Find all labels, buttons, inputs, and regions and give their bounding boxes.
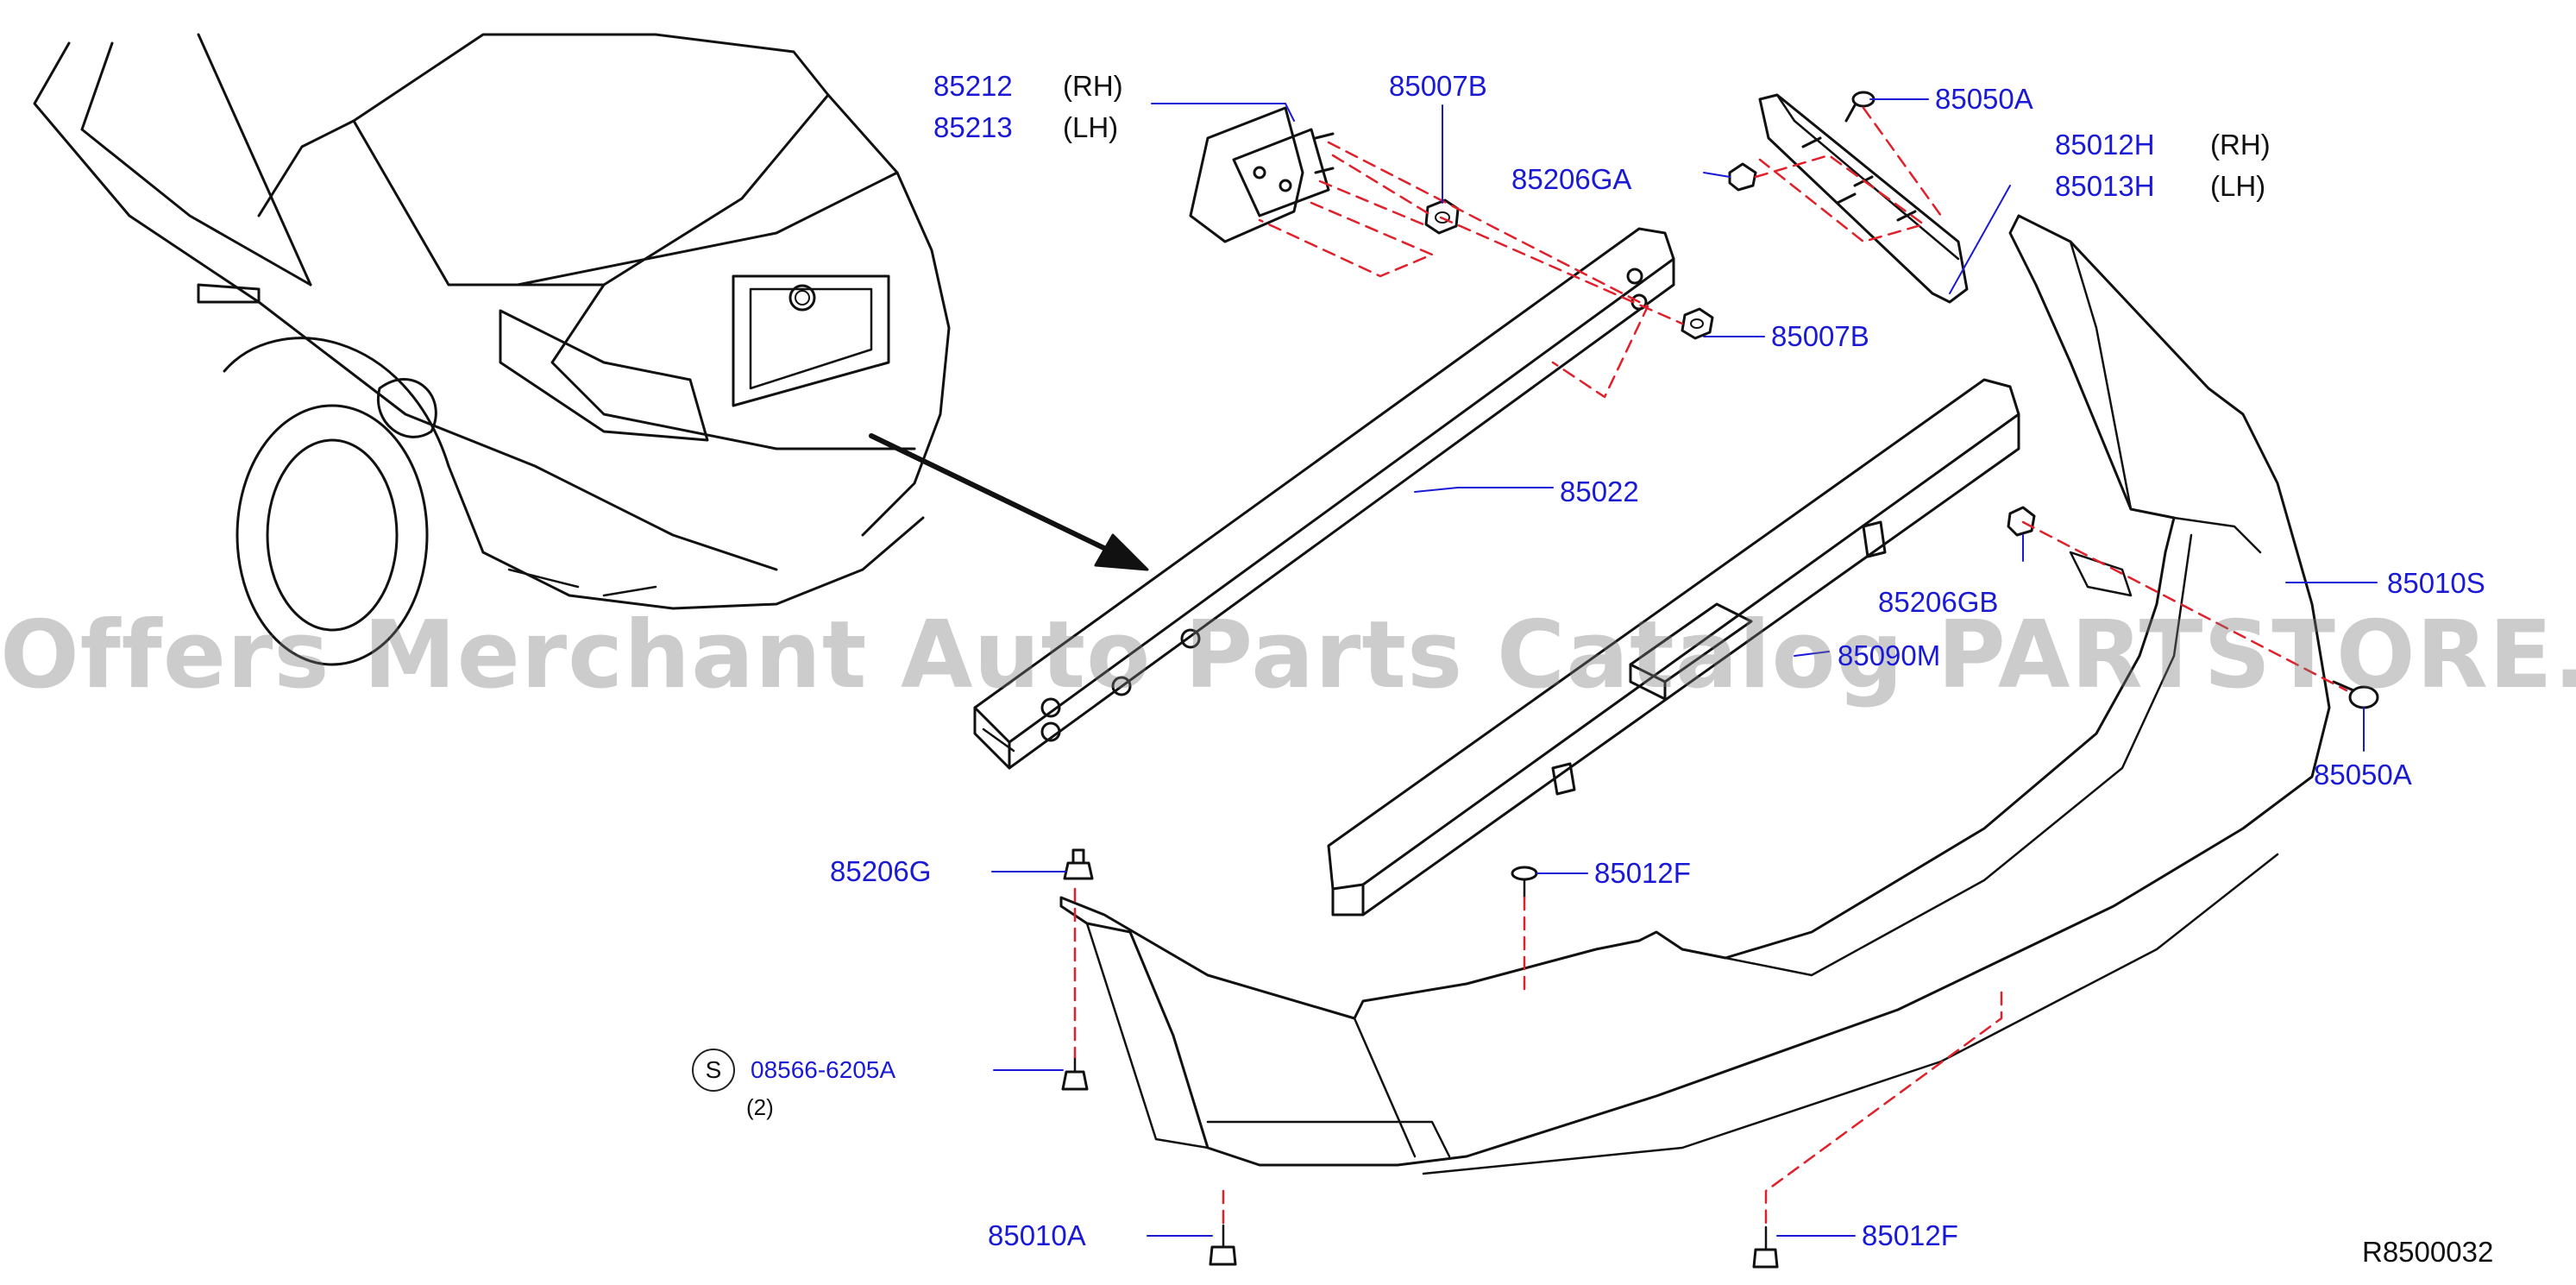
label-85212[interactable]: 85212 (933, 70, 1013, 102)
clip-85206gb (2007, 506, 2036, 537)
label-85213[interactable]: 85213 (933, 111, 1013, 143)
label-85010a[interactable]: 85010A (988, 1219, 1086, 1251)
label-85007b-mid[interactable]: 85007B (1771, 320, 1869, 352)
nut-85007b-top (1424, 198, 1460, 235)
label-85012f-mid[interactable]: 85012F (1594, 857, 1691, 889)
label-85050a-right[interactable]: 85050A (2314, 759, 2412, 791)
screw-85012f-bot (1752, 1225, 1779, 1269)
direction-arrow (869, 433, 1149, 571)
diagram-reference-number: R8500032 (2362, 1236, 2494, 1268)
label-85206g[interactable]: 85206G (830, 855, 932, 887)
screw-08566-6205a (1061, 1055, 1089, 1091)
nut-85007b-mid (1681, 307, 1714, 340)
assembly-dashed-lines (1073, 106, 2348, 1229)
standard-part-s-icon: S (692, 1049, 735, 1092)
label-85012h-side: (RH) (2210, 129, 2271, 161)
label-85213-side: (LH) (1063, 111, 1119, 143)
side-bracket-85212-85213 (1189, 106, 1335, 243)
label-85206ga[interactable]: 85206GA (1511, 163, 1632, 195)
screw-85010a (1209, 1224, 1237, 1266)
retainer-85012h-85013h (1758, 93, 1969, 304)
label-85050a-top[interactable]: 85050A (1935, 83, 2033, 115)
screw-85012f-mid (1511, 866, 1538, 899)
label-85007b-top[interactable]: 85007B (1389, 70, 1487, 102)
label-85090m[interactable]: 85090M (1838, 639, 1941, 671)
label-85206gb[interactable]: 85206GB (1878, 586, 1999, 618)
label-85012f-bot[interactable]: 85012F (1862, 1219, 1958, 1251)
label-85013h-side: (LH) (2210, 170, 2266, 202)
energy-absorber-85090m (1327, 378, 2020, 917)
label-85010s[interactable]: 85010S (2387, 567, 2485, 599)
watermark-text: Offers Merchant Auto Parts Catalog PARTS… (0, 602, 2576, 709)
reinforcement-beam-85022 (973, 227, 1675, 770)
label-85013h[interactable]: 85013H (2055, 170, 2155, 202)
label-85212-side: (RH) (1063, 70, 1123, 102)
clip-85206g (1063, 848, 1094, 880)
car-rear-illustration (33, 33, 951, 666)
label-08566-qty: (2) (746, 1094, 774, 1120)
clip-85206ga (1728, 162, 1757, 192)
label-85022[interactable]: 85022 (1560, 476, 1639, 507)
label-08566-6205a[interactable]: 08566-6205A (751, 1056, 896, 1083)
leader-lines (991, 98, 2378, 1237)
label-85012h[interactable]: 85012H (2055, 129, 2155, 161)
